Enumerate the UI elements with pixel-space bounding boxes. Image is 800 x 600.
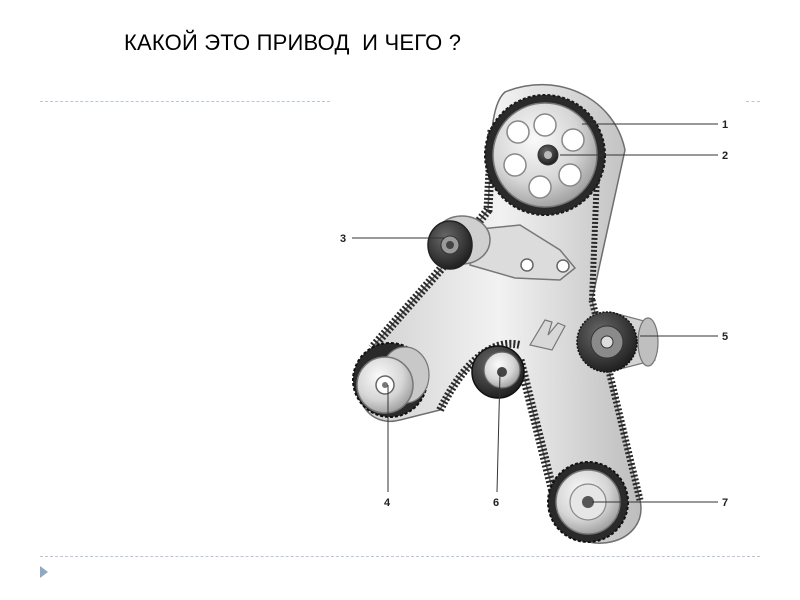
slide-title: КАКОЙ ЭТО ПРИВОД И ЧЕГО ? bbox=[124, 30, 462, 55]
title-divider-right bbox=[746, 101, 760, 102]
tensioner-roller-6 bbox=[471, 345, 525, 399]
title-divider-left bbox=[40, 101, 330, 102]
callout-2: 2 bbox=[722, 150, 728, 162]
camshaft-pulley bbox=[484, 94, 606, 216]
crankshaft-pulley bbox=[352, 342, 430, 418]
callouts: 1 2 3 5 4 6 7 bbox=[340, 119, 728, 509]
callout-4: 4 bbox=[384, 497, 391, 509]
tensioner-bracket bbox=[469, 224, 577, 281]
callout-5: 5 bbox=[722, 331, 728, 343]
footer-divider bbox=[40, 556, 760, 557]
callout-1: 1 bbox=[722, 119, 728, 131]
callout-6: 6 bbox=[493, 497, 499, 509]
bullet-arrow-icon bbox=[40, 566, 48, 578]
callout-7: 7 bbox=[722, 497, 728, 509]
idler-roller-3 bbox=[427, 215, 491, 270]
tensioner-fork bbox=[529, 319, 566, 351]
idler-roller-5 bbox=[576, 311, 659, 373]
callout-3: 3 bbox=[340, 233, 346, 245]
